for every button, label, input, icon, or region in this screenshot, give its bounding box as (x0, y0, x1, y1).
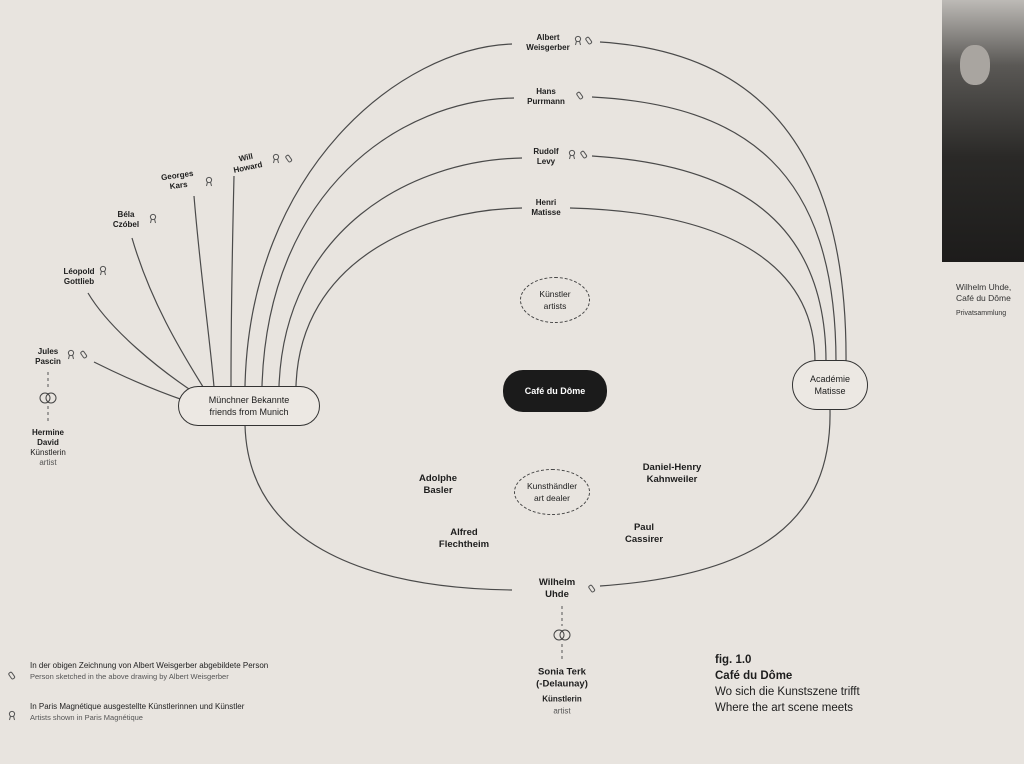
ribbon-icon (67, 349, 75, 360)
photo-wilhelm-uhde (942, 0, 1024, 262)
pencil-icon (7, 671, 16, 680)
legend-ribbon: In Paris Magnétique ausgestellte Künstle… (30, 702, 245, 722)
spoke-czobel (131, 237, 206, 391)
ribbon-icon (8, 710, 16, 721)
arc-purrmann-right (591, 96, 837, 363)
spoke-howard (230, 175, 235, 387)
legend-pencil: In der obigen Zeichnung von Albert Weisg… (30, 661, 269, 681)
arc-levy (278, 157, 523, 387)
arc-weisgerber (244, 43, 513, 387)
ribbon-icon (205, 176, 213, 187)
arc-purrmann (261, 97, 515, 387)
pencil-icon (584, 36, 593, 45)
marriage-rings-icon (39, 392, 57, 404)
ribbon-icon (568, 149, 576, 160)
marriage-rings-icon (553, 629, 571, 641)
arc-weisgerber-right (599, 41, 847, 365)
spoke-gottlieb (87, 292, 196, 394)
pencil-icon (284, 154, 293, 163)
arc-matisse-right (569, 207, 816, 363)
pencil-icon (587, 584, 596, 593)
pencil-icon (79, 350, 88, 359)
arc-matisse (295, 207, 523, 387)
ribbon-icon (99, 265, 107, 276)
pencil-icon (579, 150, 588, 159)
ribbon-icon (149, 213, 157, 224)
figure-caption: fig. 1.0 Café du Dôme Wo sich die Kunsts… (715, 654, 860, 714)
node-cafe-du-dome: Café du Dôme (503, 370, 607, 412)
ribbon-icon (272, 153, 280, 164)
photo-caption: Wilhelm Uhde, Café du Dôme Privatsammlun… (956, 282, 1012, 317)
spoke-pascin (93, 361, 184, 401)
loop-right (599, 409, 831, 587)
loop-left (244, 424, 513, 591)
arc-levy-right (591, 155, 827, 363)
ribbon-icon (574, 35, 582, 46)
spoke-kars (193, 195, 215, 388)
pencil-icon (575, 91, 584, 100)
